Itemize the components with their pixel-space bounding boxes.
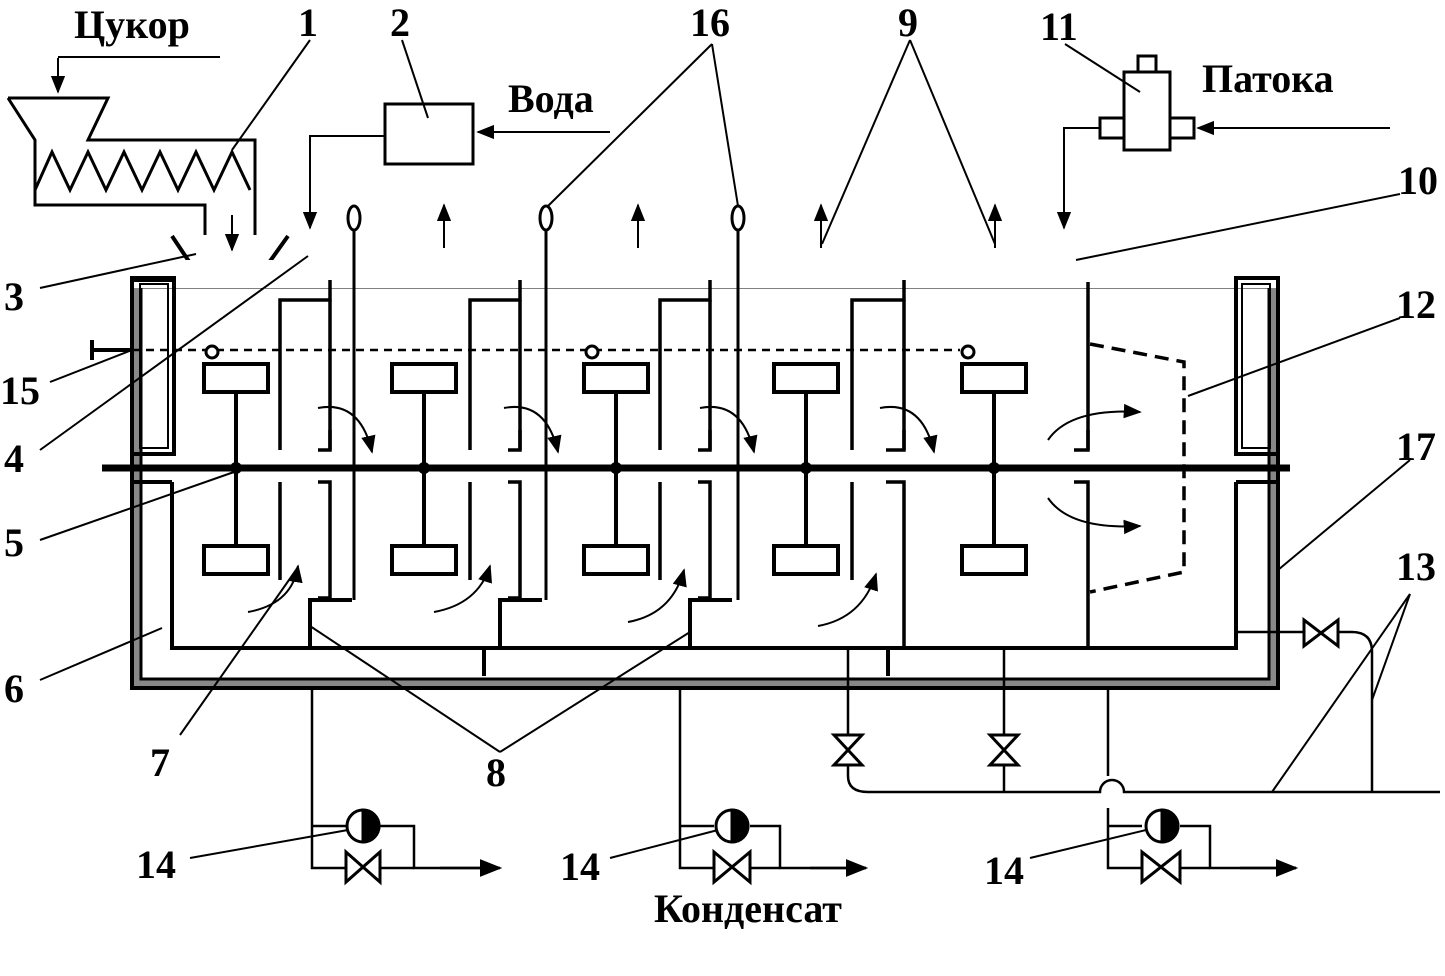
sugar-screw-feeder — [6, 96, 257, 235]
paddle-agitators — [202, 362, 1028, 576]
drain-valves — [830, 616, 1340, 767]
molasses-feed-line — [1056, 127, 1100, 230]
left-top-jacket — [130, 276, 176, 456]
callout-15: 15 — [0, 368, 40, 413]
steam-nozzle — [584, 344, 600, 360]
callout-7: 7 — [150, 740, 170, 785]
callout-14c: 14 — [984, 848, 1024, 893]
callout-1: 1 — [298, 0, 318, 45]
callout-11: 11 — [1040, 4, 1078, 49]
steam-traps — [345, 808, 1180, 844]
leader-lines — [39, 39, 1411, 859]
level-gauges — [346, 204, 746, 600]
water-feed-line — [302, 135, 385, 230]
callout-16: 16 — [690, 0, 730, 45]
sugar-label: Цукор — [74, 2, 190, 47]
discharge-sieve — [1089, 342, 1186, 594]
water-label: Вода — [508, 76, 594, 121]
condensate-trap-lines — [310, 688, 1296, 870]
callout-8: 8 — [486, 750, 506, 795]
callout-14b: 14 — [560, 844, 600, 889]
callout-10: 10 — [1398, 158, 1438, 203]
top-cover-mask — [134, 260, 1276, 288]
callout-5: 5 — [4, 520, 24, 565]
steam-nozzle — [204, 344, 220, 360]
callout-13: 13 — [1396, 544, 1436, 589]
left-top-jacket-inner — [139, 283, 169, 449]
callout-12: 12 — [1396, 282, 1436, 327]
drain-piping — [846, 630, 1440, 794]
callout-2: 2 — [390, 0, 410, 45]
callout-14a: 14 — [136, 842, 176, 887]
steam-nozzle — [960, 344, 976, 360]
condensate-label: Конденсат — [654, 886, 842, 931]
water-dosing-tank — [383, 102, 475, 166]
vessel-bottom-wall — [170, 482, 1238, 650]
callout-4: 4 — [4, 436, 24, 481]
callout-17: 17 — [1396, 424, 1436, 469]
callout-3: 3 — [4, 274, 24, 319]
molasses-label: Патока — [1202, 56, 1334, 101]
flow-arrows — [247, 403, 1142, 627]
trap-valves — [344, 848, 1182, 886]
callout-9: 9 — [898, 0, 918, 45]
callout-6: 6 — [4, 666, 24, 711]
right-top-jacket — [1234, 276, 1280, 456]
molasses-heater — [1098, 54, 1196, 152]
vent-arrows — [436, 203, 1003, 248]
shaft-hubs — [230, 462, 1000, 474]
